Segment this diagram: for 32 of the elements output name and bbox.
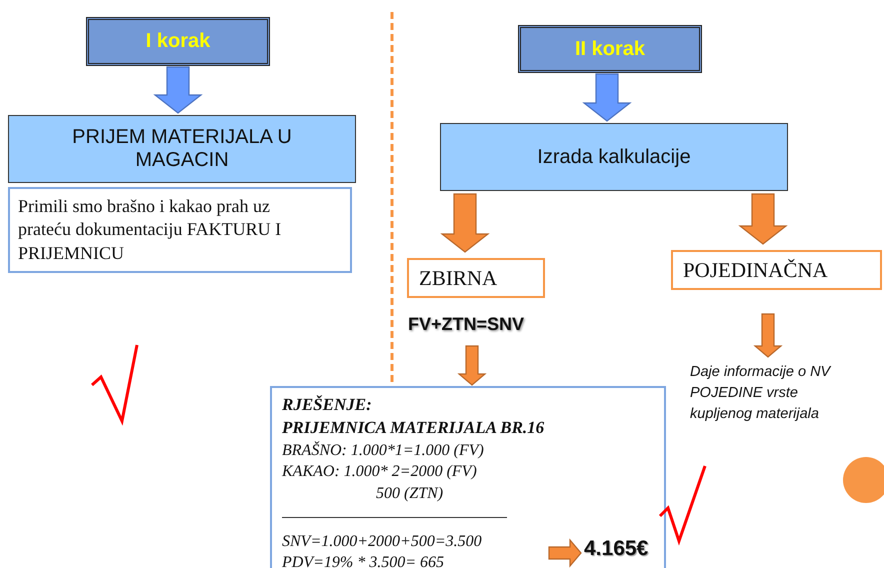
block-arrow (457, 345, 487, 386)
block-arrow (582, 73, 632, 122)
solution-line: BRAŠNO: 1.000*1=1.000 (FV) (282, 440, 484, 461)
box-label: POJEDINAČNA (683, 258, 828, 282)
block-arrow (738, 193, 788, 245)
block-arrow (548, 538, 582, 568)
solution-line: KAKAO: 1.000* 2=2000 (FV) (282, 462, 477, 482)
process-box (8, 115, 356, 183)
step-title: II korak (574, 38, 646, 60)
option-box (671, 250, 882, 290)
block-arrow (753, 313, 783, 358)
box-label: Izrada kalkulacije (537, 146, 691, 168)
solution-box (270, 386, 666, 568)
box-label: ZBIRNA (419, 266, 498, 290)
block-arrow (440, 193, 490, 253)
solution-line: 500 (ZTN) (375, 484, 444, 504)
solution-line: PDV=19% * 3.500= 665 (282, 553, 444, 568)
solution-line: SNV=1.000+2000+500=3.500 (282, 532, 482, 552)
option-box (407, 258, 545, 298)
solution-heading: RJEŠENJE: (282, 394, 372, 416)
process-box (440, 123, 788, 191)
step-title: I korak (146, 30, 210, 53)
step-box (518, 25, 702, 73)
solution-heading: PRIJEMNICA MATERIJALA BR.16 (282, 416, 544, 439)
note-text: Primili smo brašno i kakao prah uz prateću dokumentaciju FAKTURU I PRIJEMNICU (18, 195, 282, 265)
step-box (86, 17, 270, 66)
info-text: Daje informacije o NV POJEDINE vrste kupljenog materijala (690, 363, 832, 424)
block-arrow (153, 66, 203, 114)
formula-text: FV+ZTN=SNV (408, 314, 526, 335)
result-text: 4.165€ (584, 537, 650, 561)
note-box (8, 187, 352, 273)
box-label: PRIJEM MATERIJALA U MAGACIN (71, 126, 293, 172)
